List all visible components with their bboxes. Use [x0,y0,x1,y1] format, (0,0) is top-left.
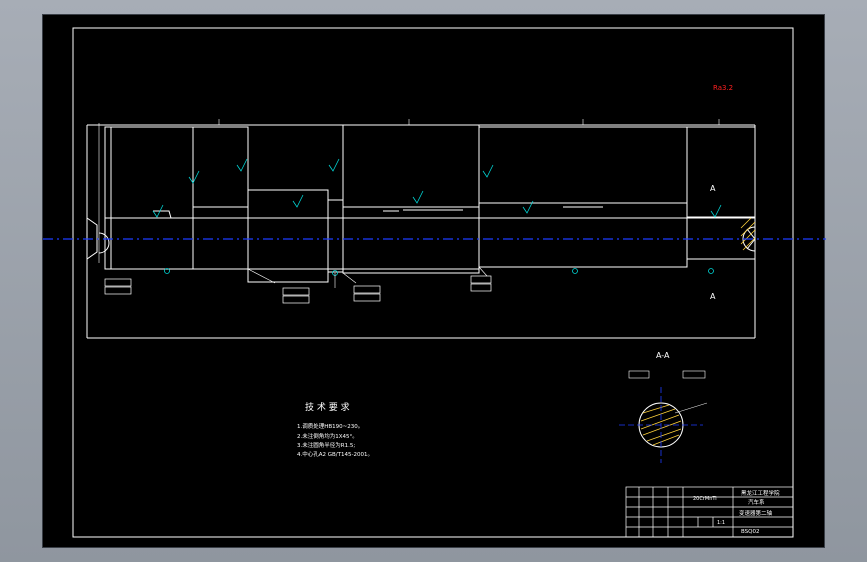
section-marker-top: A [710,184,716,193]
title-dept: 汽车系 [748,498,765,506]
title-part-name: 变速器第二轴 [739,509,773,517]
leaders [247,266,488,288]
title-block [625,486,794,538]
title-drawing-no: BSQ02 [741,529,760,535]
section-marker-bottom: A [710,292,716,301]
right-end-hatch [740,217,756,251]
shaft-drawing: A A Ra3.2 A-A 技 术 要 求 1.调质处理HB190~230。 [43,27,826,538]
tech-title: 技 术 要 求 [305,401,350,413]
section-label: A-A [656,351,670,360]
tolerance-frames [104,275,492,304]
title-material: 20CrMnTi [693,496,717,502]
roughness-corner-mark: Ra3.2 [713,84,733,92]
tech-note-4: 4.中心孔A2 GB/T145-2001。 [297,450,373,458]
roughness-marks [152,158,722,276]
section-view [619,370,708,463]
drawing-border [72,27,794,538]
title-school: 黑龙江工程学院 [741,489,780,497]
tech-note-2: 2.未注倒角均为1X45°。 [297,432,358,440]
title-scale: 1:1 [717,520,725,526]
drawing-sheet[interactable]: A A Ra3.2 A-A 技 术 要 求 1.调质处理HB190~230。 [42,14,826,548]
top-dimensions [98,119,720,263]
tech-note-1: 1.调质处理HB190~230。 [297,422,363,430]
tech-note-3: 3.未注圆角半径为R1.5; [297,441,355,449]
shaft-outline [86,124,756,339]
